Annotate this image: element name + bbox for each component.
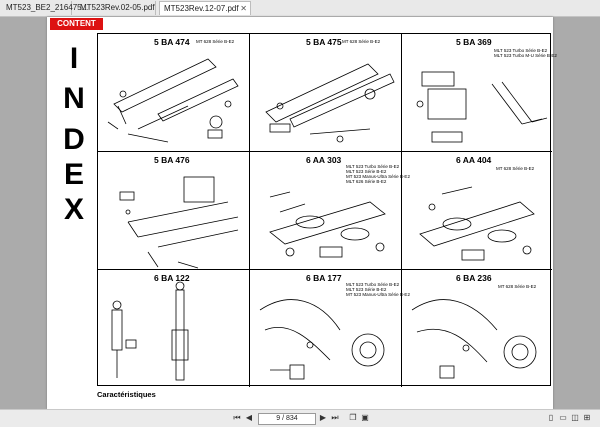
- index-cell[interactable]: 6 BA 236 MT 628 Série B-E2: [402, 270, 552, 387]
- part-code: 5 BA 474: [154, 37, 190, 47]
- chassis-diagram-icon: [419, 186, 535, 261]
- part-code: 6 BA 122: [154, 273, 190, 283]
- close-icon[interactable]: ✕: [240, 4, 247, 13]
- index-cell[interactable]: 6 BA 122: [98, 270, 250, 387]
- part-note: MT 628 Série B-E2: [498, 284, 537, 289]
- part-note: MT 628 Série B-E2: [342, 39, 381, 44]
- part-code: 6 AA 303: [306, 155, 342, 165]
- tab-bar: MT523_BE2_216475... MT523Rev.02-05.pdf M…: [0, 0, 600, 17]
- index-grid: 5 BA 474 MT 628 Série B-E2 5 BA 475 MT 6…: [97, 33, 557, 387]
- tab-label: MT523Rev.02-05.pdf: [80, 3, 155, 12]
- tab-label: MT523_BE2_216475...: [6, 3, 89, 12]
- view-mode-icon[interactable]: ▣: [361, 413, 369, 422]
- last-page-icon[interactable]: ⏭: [331, 413, 339, 422]
- index-letter: I: [69, 42, 79, 75]
- part-code: 5 BA 476: [154, 155, 190, 165]
- next-page-icon[interactable]: ▶: [319, 413, 327, 422]
- index-letter: D: [63, 123, 85, 156]
- part-code: 6 AA 404: [456, 155, 492, 165]
- part-code: 6 BA 236: [456, 273, 492, 283]
- index-cell[interactable]: 6 AA 404 MT 628 Série B-E2: [402, 152, 552, 270]
- copy-page-icon[interactable]: ❐: [349, 413, 357, 422]
- index-letter: X: [63, 193, 84, 226]
- tab-document-1[interactable]: MT523_BE2_216475...: [2, 1, 88, 15]
- first-page-icon[interactable]: ⏮: [233, 413, 241, 422]
- continuous-view-icon[interactable]: ▭: [559, 413, 567, 422]
- two-page-view-icon[interactable]: ◫: [571, 413, 579, 422]
- cylinder-diagram-icon: [111, 281, 189, 381]
- chassis-diagram-icon: [269, 191, 386, 258]
- page-number-input[interactable]: 9 / 834: [258, 413, 316, 425]
- hydraulic-diagram-icon: [259, 299, 385, 380]
- section-caption: Caractéristiques: [97, 390, 156, 399]
- tab-document-3[interactable]: MT523Rev.12-07.pdf ✕: [159, 1, 251, 15]
- single-page-view-icon[interactable]: ▯: [548, 413, 554, 422]
- hydraulic-diagram-icon: [411, 299, 537, 379]
- part-note: MT 628 Série B-E2: [196, 39, 235, 44]
- fork-carriage-icon: [416, 71, 548, 143]
- part-code: 5 BA 475: [306, 37, 342, 47]
- boom-diagram-icon: [265, 63, 395, 143]
- status-bar: ⏮ ◀ 9 / 834 ▶ ⏭ ❐ ▣ ▯ ▭ ◫ ⊞: [0, 409, 600, 427]
- tab-document-2[interactable]: MT523Rev.02-05.pdf: [76, 1, 156, 15]
- previous-page-icon[interactable]: ◀: [245, 413, 253, 422]
- part-note: MT 628 Série B-E2: [496, 166, 535, 171]
- content-badge[interactable]: CONTENT: [50, 18, 103, 30]
- tab-label: MT523Rev.12-07.pdf: [164, 4, 239, 13]
- fork-carriage-icon: [119, 176, 239, 269]
- part-code: 5 BA 369: [456, 37, 492, 47]
- index-cell[interactable]: 5 BA 474 MT 628 Série B-E2: [98, 34, 250, 152]
- index-letter: N: [63, 82, 85, 115]
- index-cell[interactable]: 5 BA 475 MT 628 Série B-E2: [250, 34, 402, 152]
- grid-view-icon[interactable]: ⊞: [583, 413, 591, 422]
- index-cell[interactable]: 5 BA 476: [98, 152, 250, 270]
- boom-diagram-icon: [107, 58, 239, 143]
- part-code: 6 BA 177: [306, 273, 342, 283]
- index-letter: E: [63, 158, 84, 191]
